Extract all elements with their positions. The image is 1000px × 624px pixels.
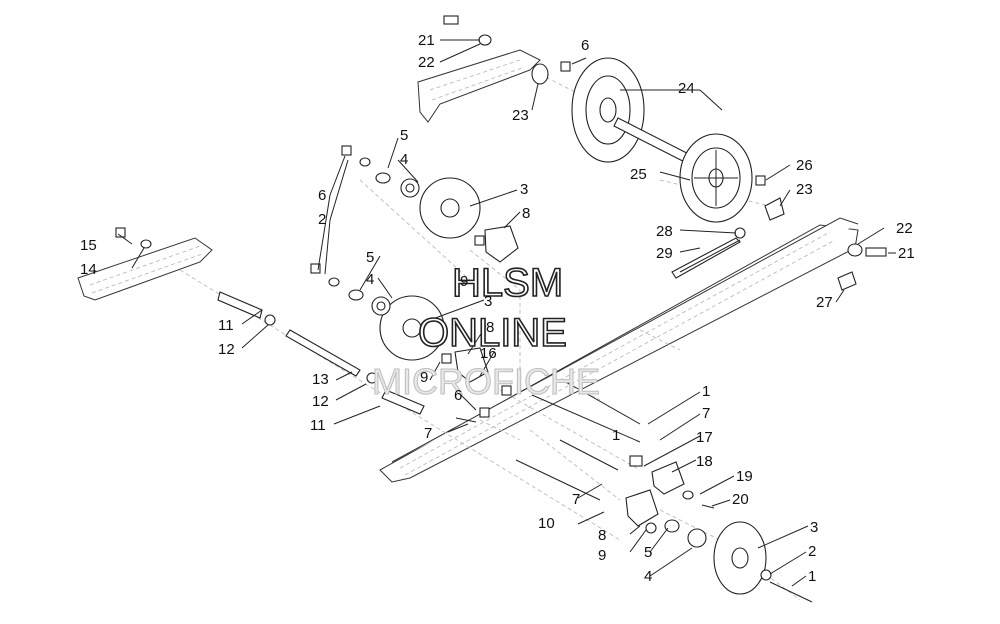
callout-7: 7 <box>702 405 710 422</box>
callout-21: 21 <box>898 245 915 262</box>
callout-12: 12 <box>312 393 329 410</box>
callout-18: 18 <box>696 453 713 470</box>
callout-4: 4 <box>366 271 374 288</box>
callout-11: 11 <box>218 317 234 334</box>
callout-13: 13 <box>312 371 329 388</box>
callout-24: 24 <box>678 80 695 97</box>
left-rail-end <box>77 237 213 301</box>
callout-6: 6 <box>454 387 462 404</box>
callout-8: 8 <box>486 319 494 336</box>
callout-5: 5 <box>366 249 374 266</box>
callout-23: 23 <box>796 181 813 198</box>
drive-sprocket-left <box>571 57 645 163</box>
callout-9: 9 <box>420 369 428 386</box>
callout-9: 9 <box>598 547 606 564</box>
watermark-line-3: MICROFICHE <box>372 361 600 402</box>
callout-8: 8 <box>522 205 530 222</box>
callout-27: 27 <box>816 294 833 311</box>
idler-wheel-lower <box>713 521 767 595</box>
callout-26: 26 <box>796 157 813 174</box>
callout-21: 21 <box>418 32 435 49</box>
callout-11: 11 <box>310 417 326 434</box>
callout-22: 22 <box>418 54 435 71</box>
callout-3: 3 <box>810 519 818 536</box>
callout-28: 28 <box>656 223 673 240</box>
callout-4: 4 <box>400 151 408 168</box>
watermark-line-2: ONLINE <box>418 311 567 355</box>
small-parts <box>115 15 887 581</box>
callout-19: 19 <box>736 468 753 485</box>
callout-14: 14 <box>80 261 97 278</box>
callout-6: 6 <box>318 187 326 204</box>
callout-16: 16 <box>480 345 497 362</box>
spacer-tubes <box>217 291 425 415</box>
callout-7: 7 <box>424 425 432 442</box>
callout-8: 8 <box>598 527 606 544</box>
callout-15: 15 <box>80 237 97 254</box>
main-rail <box>379 217 859 483</box>
leader-lines <box>117 39 896 587</box>
idler-wheel-middle <box>379 295 445 361</box>
callout-20: 20 <box>732 491 749 508</box>
callout-1: 1 <box>702 383 710 400</box>
callout-22: 22 <box>896 220 913 237</box>
callout-3: 3 <box>484 293 492 310</box>
callout-25: 25 <box>630 166 647 183</box>
callout-4: 4 <box>644 568 652 585</box>
callout-2: 2 <box>808 543 816 560</box>
callout-3: 3 <box>520 181 528 198</box>
callout-12: 12 <box>218 341 235 358</box>
callout-1: 1 <box>612 427 620 444</box>
callout-29: 29 <box>656 245 673 262</box>
watermark: HLSM ONLINE MICROFICHE <box>372 260 601 402</box>
callout-23: 23 <box>512 107 529 124</box>
callout-5: 5 <box>644 544 652 561</box>
callout-6: 6 <box>581 37 589 54</box>
callout-9: 9 <box>460 273 468 290</box>
upper-left-rail <box>417 49 541 123</box>
callout-5: 5 <box>400 127 408 144</box>
drive-sprocket-right <box>679 133 753 223</box>
callout-10: 10 <box>538 515 555 532</box>
callout-2: 2 <box>318 211 326 228</box>
idler-wheel-upper <box>419 177 481 239</box>
callout-labels: 21 22 23 6 24 25 26 23 28 29 22 21 27 5 … <box>80 32 915 585</box>
callout-17: 17 <box>696 429 713 446</box>
callout-7: 7 <box>572 491 580 508</box>
watermark-line-1: HLSM <box>452 261 563 305</box>
callout-1: 1 <box>808 568 816 585</box>
